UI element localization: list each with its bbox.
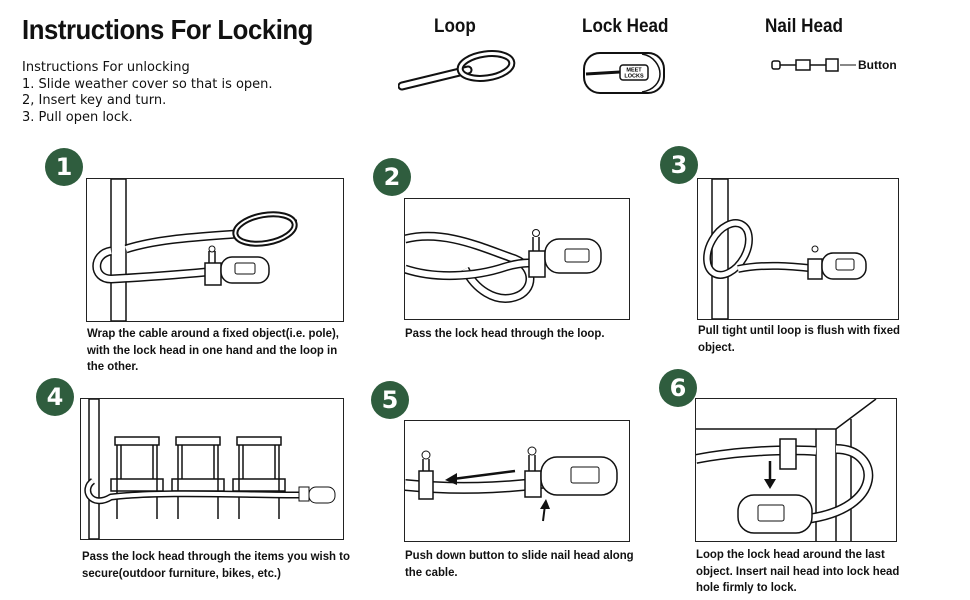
step-badge: 3	[660, 146, 698, 184]
unlocking-step: 1. Slide weather cover so that is open.	[22, 76, 273, 92]
lock-head-illustration: MEET LOCKS	[583, 52, 665, 94]
unlocking-step: 3. Pull open lock.	[22, 109, 133, 125]
step-4-illustration	[80, 398, 344, 540]
nail-head-label: Nail Head	[765, 16, 843, 37]
button-label: Button	[858, 58, 897, 72]
step-badge: 2	[373, 158, 411, 196]
step-badge: 4	[36, 378, 74, 416]
step-caption: Pull tight until loop is flush with fixe…	[698, 323, 901, 354]
step-2-illustration	[404, 198, 630, 320]
step-caption: Wrap the cable around a fixed object(i.e…	[87, 326, 339, 373]
step-caption: Loop the lock head around the last objec…	[696, 547, 900, 594]
step-3-illustration	[697, 178, 899, 320]
step-1-illustration	[86, 178, 344, 322]
brand-text: MEET	[626, 68, 642, 74]
loop-label: Loop	[434, 16, 476, 37]
nail-head-illustration	[771, 58, 856, 72]
step-badge: 5	[371, 381, 409, 419]
step-badge: 6	[659, 369, 697, 407]
step-6-illustration	[695, 398, 897, 542]
step-caption: Pass the lock head through the items you…	[82, 549, 350, 580]
lock-head-label: Lock Head	[582, 16, 669, 37]
step-caption: Pass the lock head through the loop.	[405, 326, 605, 340]
page-title: Instructions For Locking	[22, 14, 313, 45]
step-caption: Push down button to slide nail head alon…	[405, 548, 634, 579]
unlocking-heading: Instructions For unlocking	[22, 60, 190, 75]
step-5-illustration	[404, 420, 630, 542]
brand-text: LOCKS	[624, 74, 644, 80]
loop-illustration	[398, 50, 516, 91]
unlocking-step: 2, Insert key and turn.	[22, 93, 167, 108]
step-badge: 1	[45, 148, 83, 186]
unlocking-instructions: Instructions For unlocking 1. Slide weat…	[22, 60, 273, 126]
